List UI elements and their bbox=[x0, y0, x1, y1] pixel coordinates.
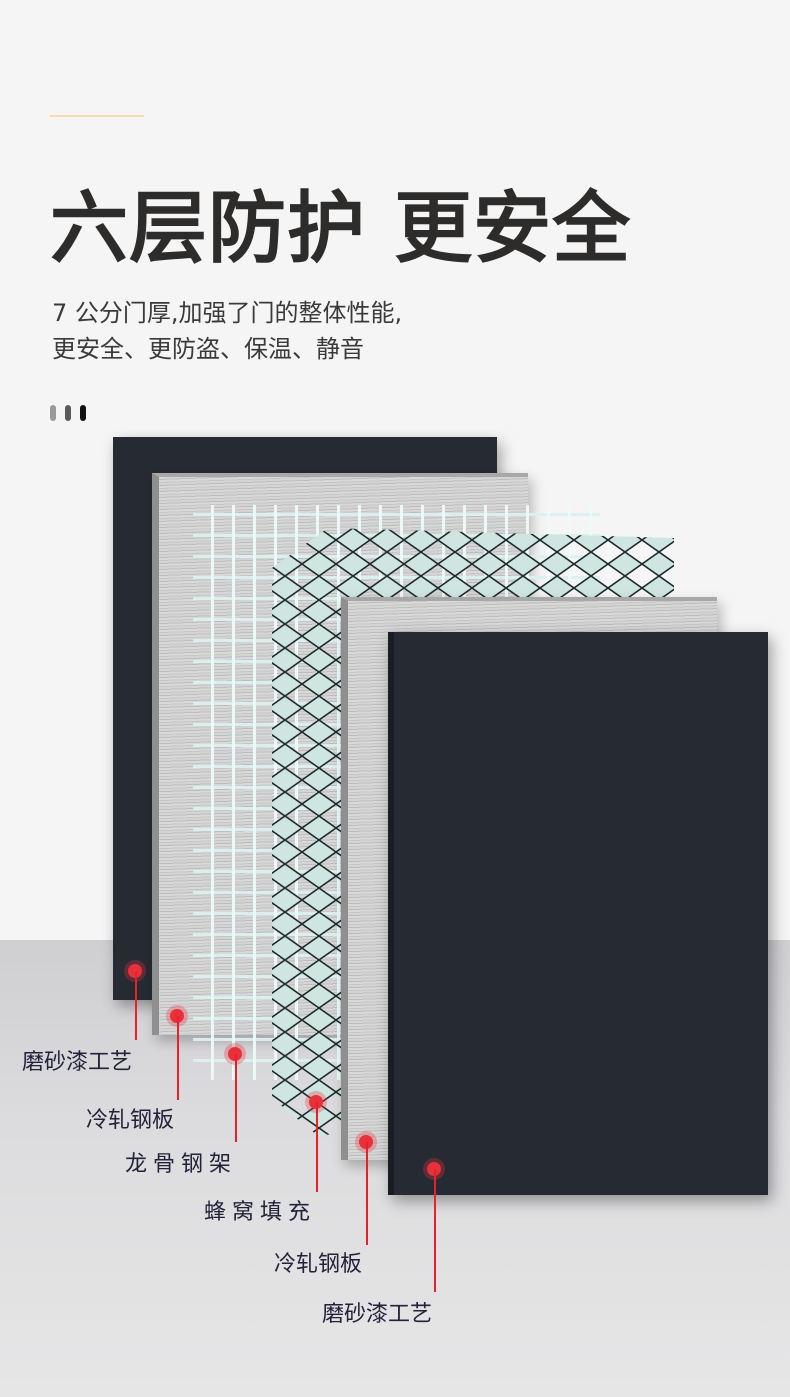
pointer-line-2 bbox=[177, 1016, 179, 1100]
label-paint-back: 磨砂漆工艺 bbox=[22, 1050, 133, 1075]
subtitle-line-2: 更安全、更防盗、保温、静音 bbox=[52, 335, 364, 363]
pointer-line-5 bbox=[366, 1142, 368, 1245]
dot bbox=[50, 405, 56, 421]
pointer-line-1 bbox=[135, 971, 137, 1040]
label-steel-back: 冷轧钢板 bbox=[86, 1108, 175, 1133]
pointer-line-3 bbox=[235, 1054, 237, 1142]
label-steel-frame: 龙骨钢架 bbox=[125, 1152, 238, 1177]
label-honeycomb: 蜂窝填充 bbox=[204, 1200, 317, 1225]
pagination-dots bbox=[50, 405, 86, 421]
layer-paint-front bbox=[388, 632, 768, 1195]
dot bbox=[65, 405, 71, 421]
accent-line bbox=[50, 115, 144, 117]
dot bbox=[80, 405, 86, 421]
pointer-line-6 bbox=[434, 1169, 436, 1292]
label-paint-front: 磨砂漆工艺 bbox=[322, 1302, 433, 1327]
pointer-line-4 bbox=[316, 1102, 318, 1192]
subtitle-line-1: 7 公分门厚,加强了门的整体性能, bbox=[52, 299, 403, 327]
page-title: 六层防护 更安全 bbox=[50, 184, 632, 274]
label-steel-front: 冷轧钢板 bbox=[274, 1252, 363, 1277]
